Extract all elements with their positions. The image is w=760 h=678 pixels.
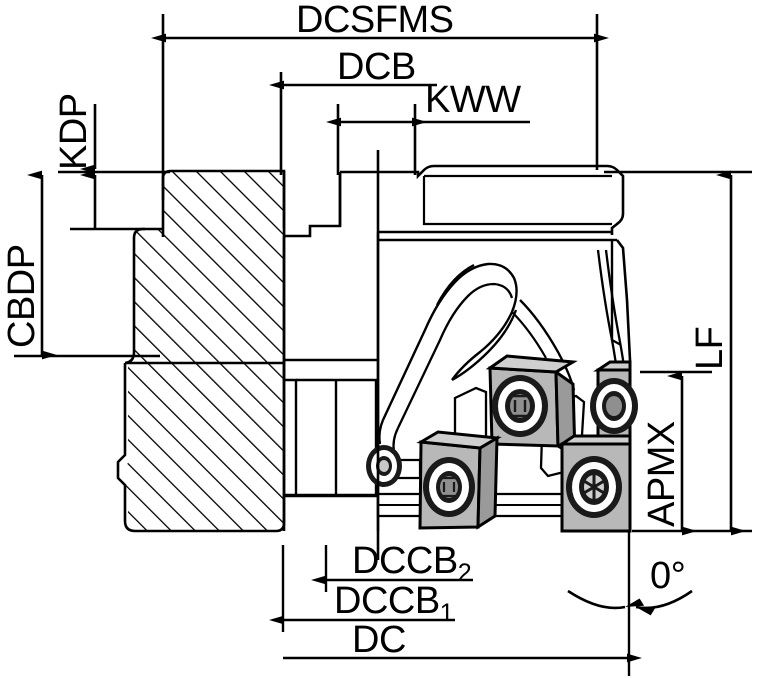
label-dccb1-sub: 1 [440,599,453,627]
label-angle-zero: 0° [650,555,685,597]
label-dcb: DCB [337,46,416,88]
dimension-apmx [640,370,712,536]
cutting-insert-upper-center [485,354,578,459]
dimension-kdp [58,104,170,231]
cutting-insert-right-upper [590,360,638,448]
label-dccb2-base: DCCB [352,540,458,582]
dimension-dccb2 [311,545,473,592]
label-kww: KWW [425,79,521,121]
label-cbdp: CBDP [1,244,43,348]
label-dccb2-sub: 2 [458,559,471,587]
hatched-material-lower [116,361,286,533]
label-dccb1: DCCB1 [334,580,453,627]
dimension-annotations [14,14,752,676]
center-bore-outline [282,171,378,531]
dimension-cbdp [14,170,160,360]
label-dc: DC [352,619,406,661]
dimension-text-labels: DCSFMS DCB KWW KDP CBDP LF APMX DCCB2 DC… [1,0,731,661]
dimension-dccb1 [269,545,455,632]
dimension-angle-zero [567,531,693,676]
label-dccb2: DCCB2 [352,540,471,587]
clamp-screw-left [366,445,402,487]
label-dcsfms: DCSFMS [296,0,453,41]
hatched-material-middle [124,227,286,365]
label-lf: LF [689,327,731,370]
cutter-body-section [116,164,638,533]
cutting-insert-lower-right [557,434,632,533]
label-kdp: KDP [53,93,95,170]
cutting-insert-lower-left [416,430,502,530]
label-apmx: APMX [641,421,683,527]
label-dccb1-base: DCCB [334,580,440,622]
